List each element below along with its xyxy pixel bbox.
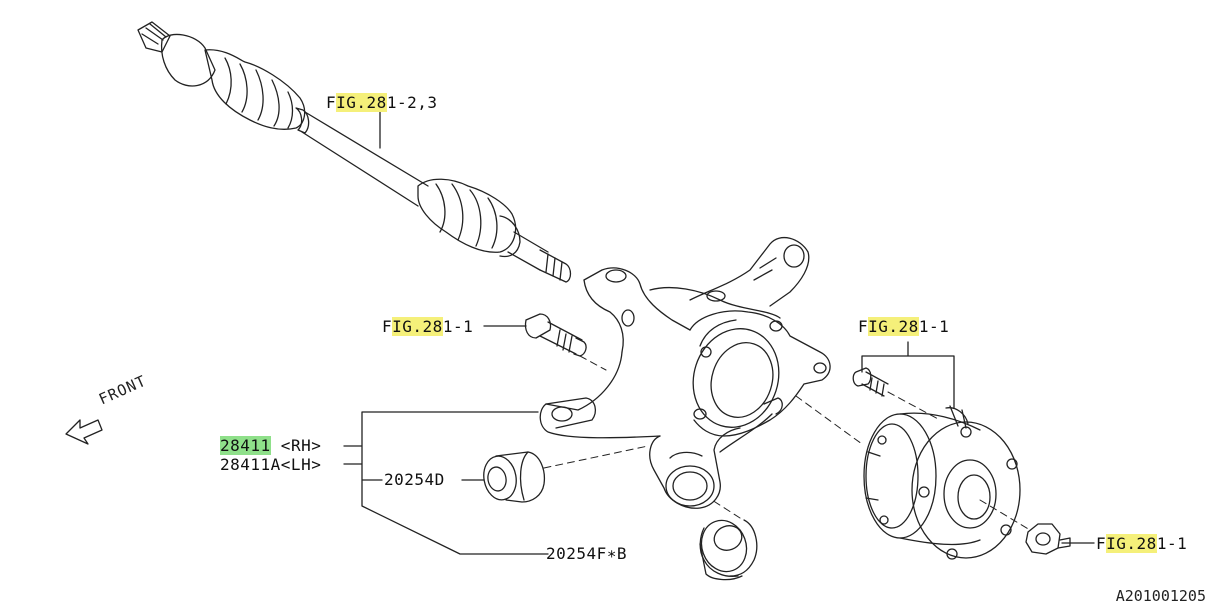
- part-bushing-d[interactable]: 20254D: [384, 470, 445, 489]
- fig-ref-prefix: F: [382, 317, 393, 336]
- assembly-center-lines: [543, 355, 1031, 531]
- part-knuckle-rh[interactable]: 28411 <RH>: [220, 436, 322, 455]
- part-side-label: <RH>: [270, 436, 322, 455]
- drive-shaft: [137, 21, 572, 283]
- fig-ref-highlight: IG.28: [868, 317, 919, 336]
- fig-ref-hub-bolt[interactable]: FIG.281-1: [858, 317, 950, 336]
- hub-nut: [1025, 523, 1071, 555]
- diagram-code: A201001205: [1115, 587, 1206, 605]
- fig-ref-prefix: F: [858, 317, 869, 336]
- fig-ref-highlight: IG.28: [1106, 534, 1157, 553]
- fig-ref-nut[interactable]: FIG.281-1: [1096, 534, 1188, 553]
- fig-ref-driveshaft[interactable]: FIG.281-2,3: [326, 93, 438, 112]
- fig-ref-suffix: 1-1: [442, 317, 474, 336]
- hub-assembly: [863, 405, 1021, 560]
- fig-ref-bolt[interactable]: FIG.281-1: [382, 317, 474, 336]
- leader-hub-bolt: [861, 341, 955, 409]
- front-arrow-icon: [65, 419, 103, 445]
- fig-ref-suffix: 1-2,3: [386, 93, 438, 112]
- bushing-f: [699, 519, 758, 581]
- fig-ref-highlight: IG.28: [336, 93, 387, 112]
- part-bushing-f[interactable]: 20254F∗B: [546, 544, 628, 563]
- rear-knuckle: [539, 236, 831, 509]
- fig-ref-prefix: F: [1096, 534, 1107, 553]
- fig-ref-suffix: 1-1: [918, 317, 950, 336]
- leader-knuckle-group: [343, 411, 549, 555]
- knuckle-bolt: [524, 313, 587, 357]
- fig-ref-highlight: IG.28: [392, 317, 443, 336]
- part-knuckle-lh[interactable]: 28411A<LH>: [220, 455, 322, 474]
- bushing-d: [483, 451, 546, 503]
- fig-ref-prefix: F: [326, 93, 337, 112]
- hub-bolt: [852, 367, 889, 397]
- fig-ref-suffix: 1-1: [1156, 534, 1188, 553]
- part-number-highlight: 28411: [220, 436, 271, 455]
